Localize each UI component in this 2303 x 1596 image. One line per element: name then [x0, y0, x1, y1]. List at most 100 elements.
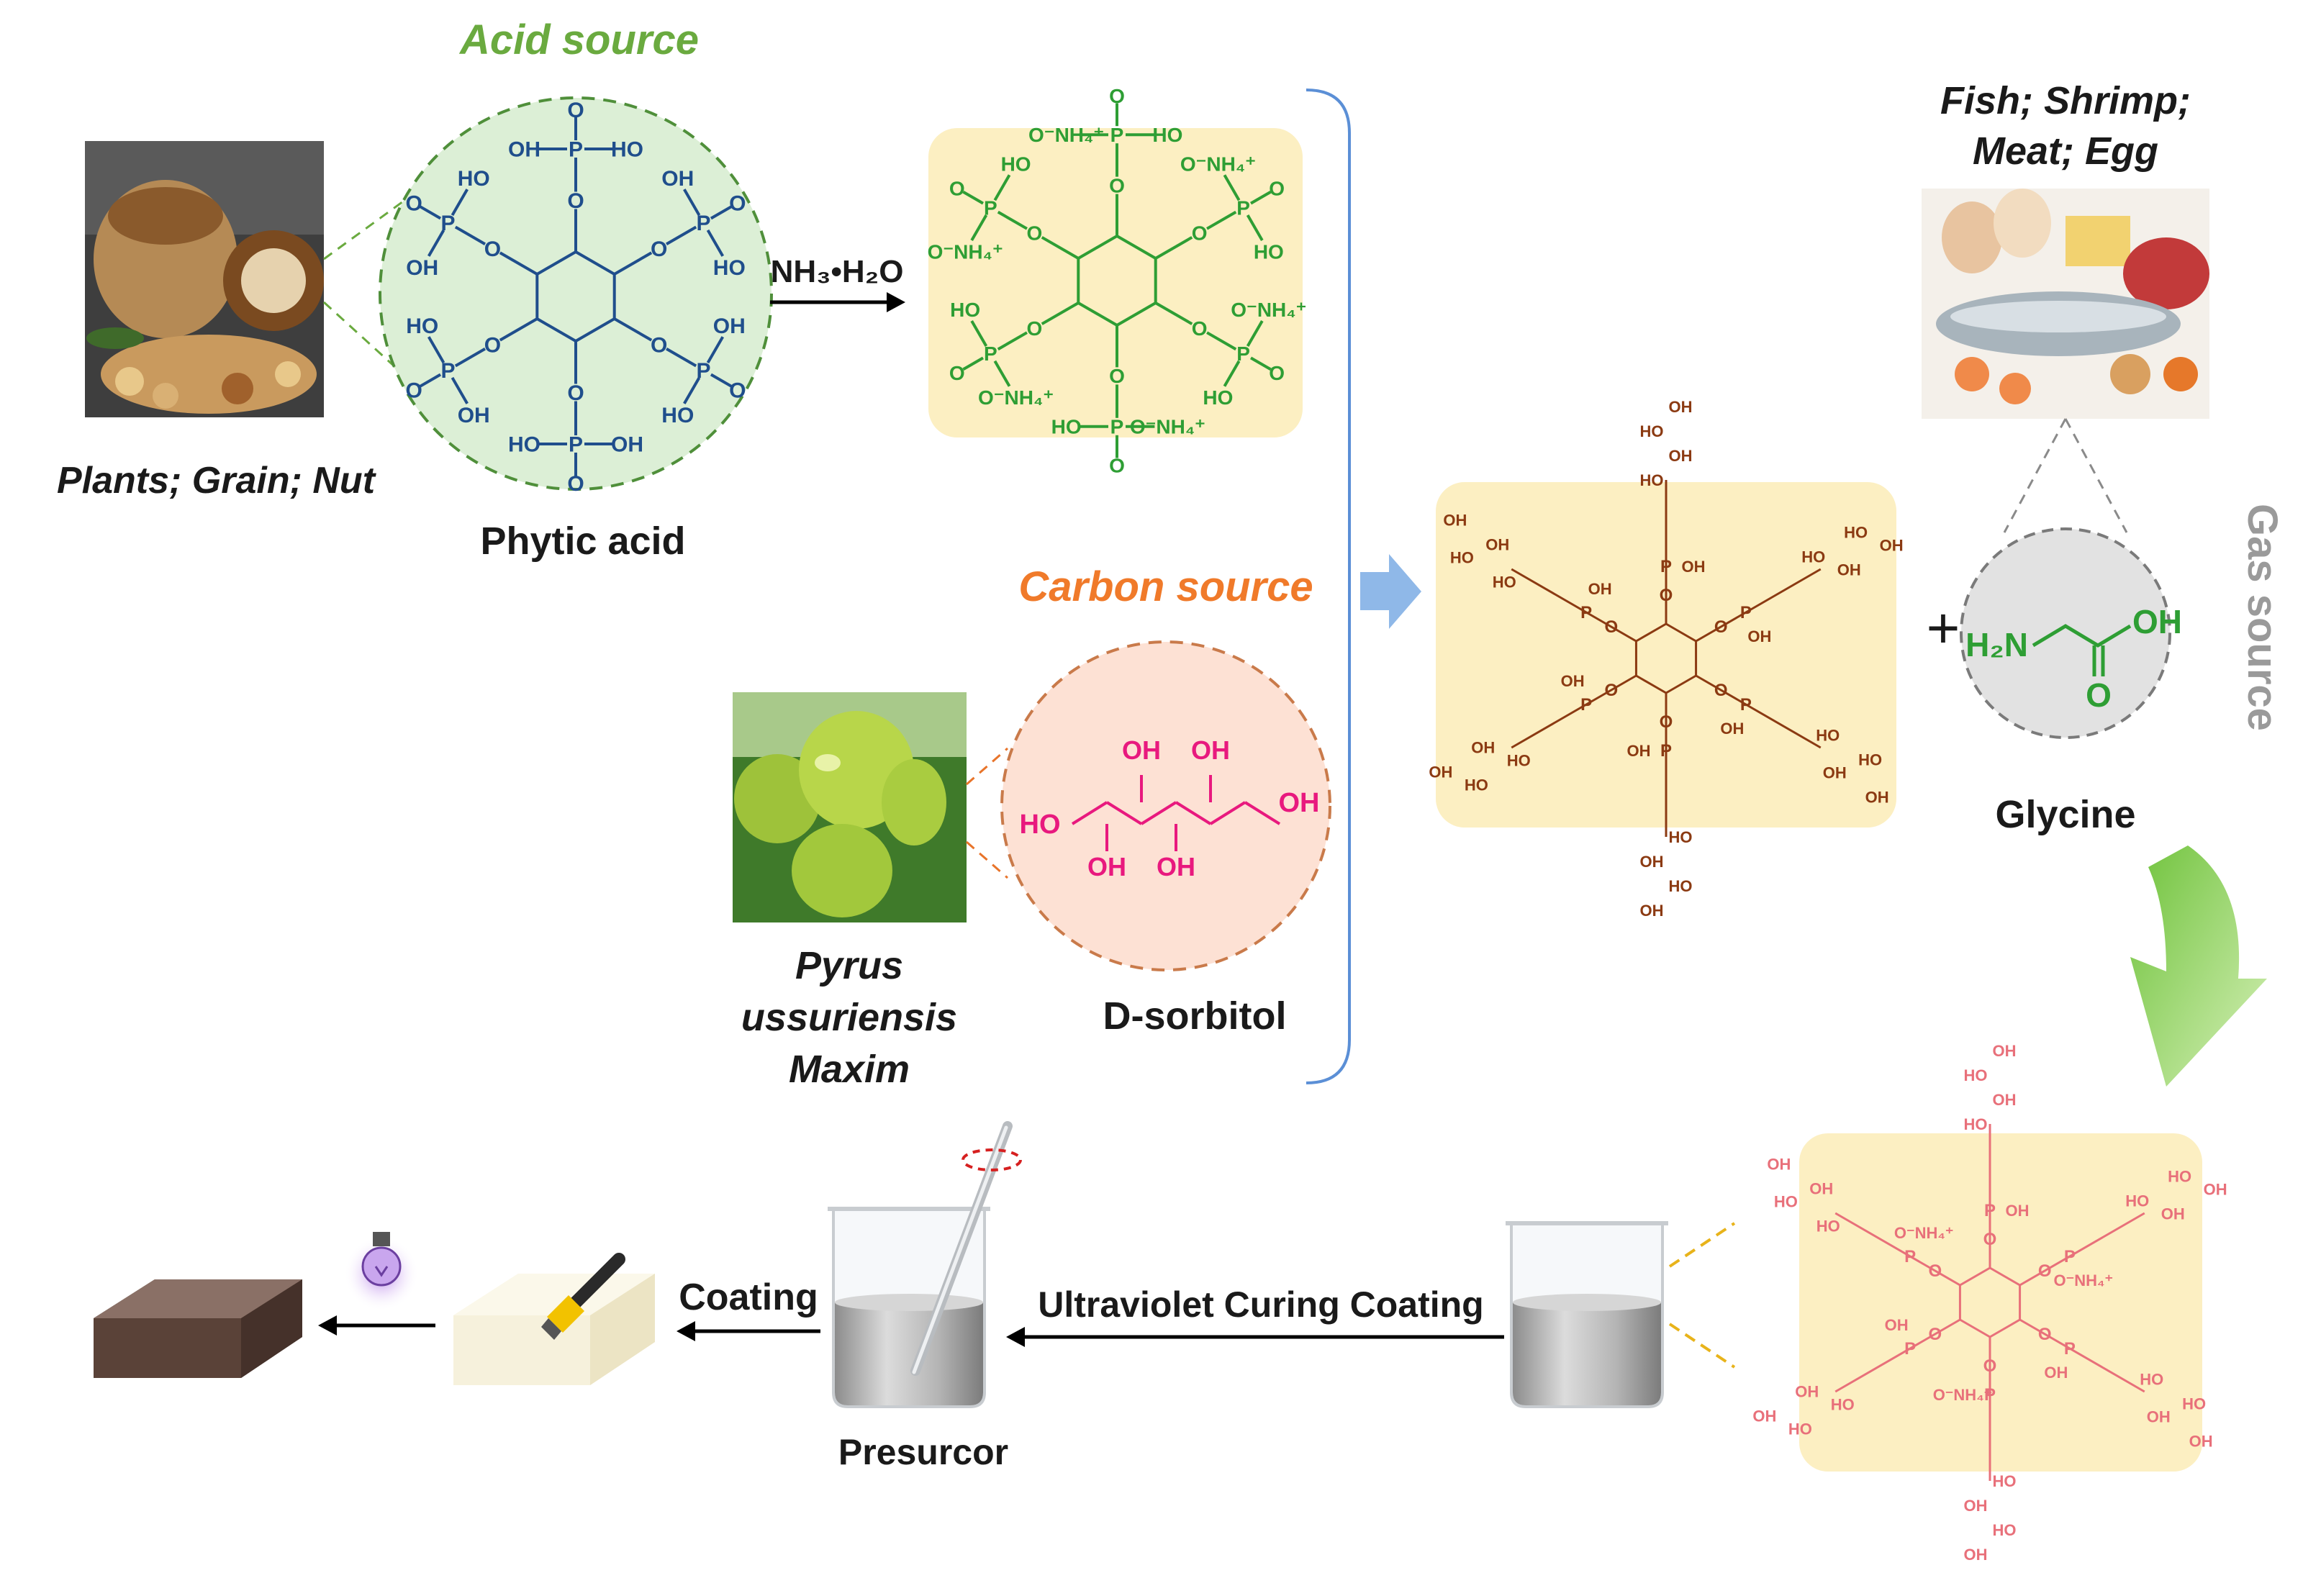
- atom-label: O⁻NH₄⁺: [1180, 153, 1256, 175]
- atom-label: OH: [1795, 1383, 1819, 1401]
- atom-label: O⁻NH₄⁺: [928, 240, 1003, 263]
- atom-label: OH: [1471, 739, 1495, 757]
- atom-label: P: [569, 433, 583, 457]
- bond-line: [710, 373, 733, 388]
- bond-line: [993, 360, 1011, 387]
- atom-label: OH: [508, 138, 540, 162]
- atom-label: HO: [1493, 573, 1516, 591]
- bond-line: [1635, 622, 1667, 643]
- atom-label: P: [440, 212, 455, 235]
- atom-label: OH: [1588, 580, 1612, 598]
- atom-label: P: [1236, 343, 1250, 365]
- atom-label: O: [1269, 178, 1285, 200]
- atom-label: O: [1192, 222, 1208, 245]
- atom-label: O: [1026, 317, 1042, 340]
- merge-arrow: [1360, 554, 1421, 629]
- atom-label: HO: [1669, 828, 1693, 846]
- atom-label: O: [484, 333, 501, 357]
- phytic-acid-circle: [379, 96, 773, 491]
- bond-line: [1989, 1318, 2021, 1338]
- glycine-amine: H₂N: [1965, 626, 2028, 663]
- atom-label: OH: [1640, 853, 1664, 871]
- atom-label: OH: [1429, 763, 1452, 781]
- atom-label: OH: [1885, 1316, 1909, 1334]
- atom-label: OH: [1279, 788, 1320, 818]
- atom-label: OH: [1880, 536, 1904, 554]
- bond-line: [1244, 801, 1281, 825]
- bond-line: [1071, 801, 1108, 825]
- bond-line: [706, 336, 725, 364]
- bond-line: [451, 189, 469, 217]
- atom-label: OH: [1837, 561, 1861, 579]
- bond-line: [1206, 331, 1237, 351]
- atom-label: O: [2038, 1325, 2052, 1344]
- block-icon: [94, 1279, 302, 1378]
- atom-label: O: [567, 381, 584, 405]
- atom-label: OH: [1993, 1042, 2017, 1060]
- ammonium-phytate-panel: [928, 128, 1303, 437]
- atom-label: O: [1109, 85, 1125, 107]
- bond-line: [1209, 801, 1246, 825]
- bond-line: [1116, 235, 1157, 260]
- bond-line: [1695, 568, 1822, 643]
- atom-label: P: [1984, 1385, 1996, 1405]
- bond-line: [1223, 174, 1241, 201]
- glycine-structure: H₂N OH O: [1965, 603, 2182, 714]
- carbon-source-title: Carbon source: [1018, 563, 1313, 610]
- atom-label: OH: [2044, 1364, 2068, 1382]
- atom-label: O: [1604, 681, 1618, 700]
- bond-line: [427, 336, 445, 364]
- atom-label: O: [406, 192, 422, 216]
- atom-label: OH: [1443, 512, 1467, 530]
- atom-label: HO: [1020, 810, 1061, 840]
- atom-label: OH: [406, 256, 438, 280]
- bond-line: [536, 250, 576, 276]
- plants-label: Plants; Grain; Nut: [57, 460, 377, 502]
- coating-arrowhead: [677, 1321, 695, 1341]
- atom-label: O: [651, 237, 667, 261]
- pyrus-label-2: ussuriensis: [741, 996, 957, 1039]
- atom-label: OH: [1669, 447, 1693, 465]
- bond-line: [1175, 801, 1212, 825]
- bond-line: [666, 348, 697, 368]
- bond-line: [666, 225, 697, 245]
- bond-line: [499, 251, 538, 276]
- atom-label: HO: [2182, 1395, 2206, 1413]
- bond-line: [962, 190, 984, 205]
- atom-label: P: [697, 212, 711, 235]
- bond-line: [613, 317, 653, 342]
- bond-line: [454, 225, 486, 245]
- plus-sign: +: [1927, 596, 1960, 660]
- atom-label: P: [440, 359, 455, 383]
- phytic-acid-label: Phytic acid: [480, 520, 685, 563]
- brush-icon: [541, 1253, 625, 1340]
- atom-label: P: [1660, 557, 1672, 576]
- atom-label: O: [1109, 174, 1125, 196]
- product-panel: [1799, 1133, 2202, 1472]
- atom-label: HO: [1993, 1521, 2017, 1539]
- bond-line: [962, 356, 984, 371]
- fish-label: Fish; Shrimp;: [1940, 79, 2191, 122]
- atom-label: OH: [1640, 902, 1664, 920]
- beaker-connector-top: [1668, 1222, 1736, 1268]
- atom-label: HO: [508, 433, 540, 457]
- atom-label: O: [1983, 1356, 1997, 1376]
- atom-label: OH: [1964, 1546, 1988, 1564]
- atom-label: HO: [1465, 776, 1488, 794]
- atom-label: P: [697, 359, 711, 383]
- atom-label: O: [1109, 454, 1125, 476]
- atom-label: HO: [1001, 153, 1031, 175]
- ammonia-arrowhead: [887, 292, 905, 312]
- bond-line: [1223, 360, 1241, 387]
- atom-label: OH: [1087, 852, 1126, 881]
- merge-bracket: [1306, 89, 1351, 1084]
- bond-line: [1246, 214, 1264, 241]
- bond-line: [454, 348, 486, 368]
- atom-label: P: [1110, 416, 1124, 438]
- atom-label: P: [2064, 1339, 2076, 1359]
- bond-line: [970, 320, 988, 348]
- atom-label: O: [1983, 1230, 1997, 1249]
- atom-label: HO: [2168, 1168, 2191, 1186]
- beaker-precursor: [828, 1207, 990, 1408]
